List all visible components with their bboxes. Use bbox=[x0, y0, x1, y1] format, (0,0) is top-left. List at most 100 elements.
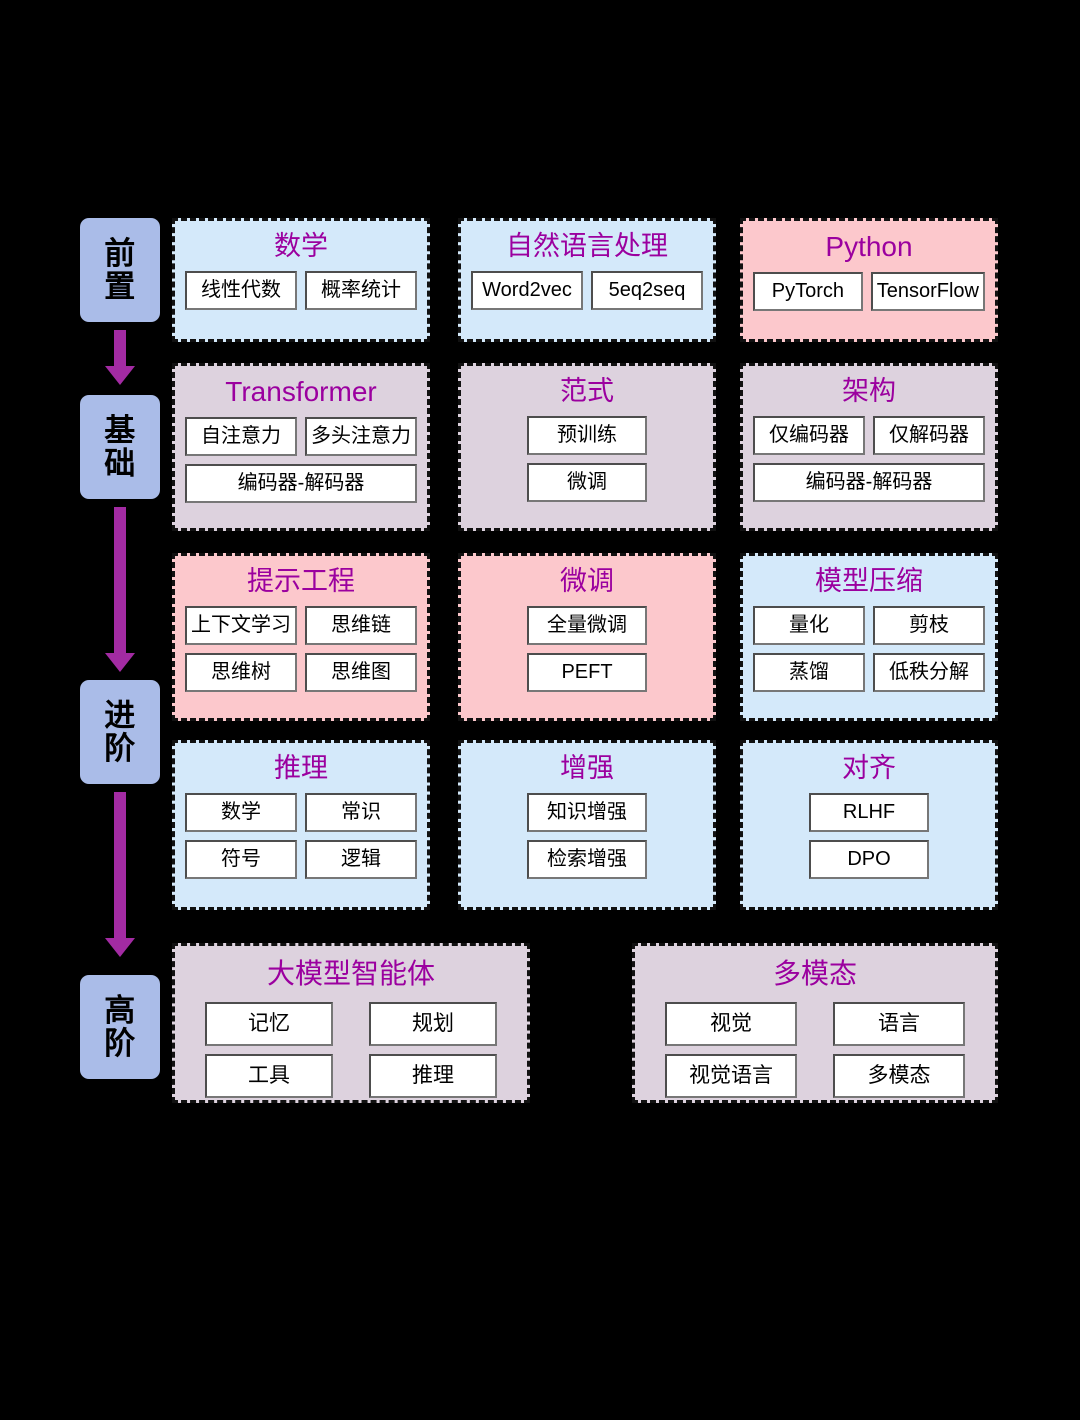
group-title: 自然语言处理 bbox=[506, 231, 668, 261]
item-row: 工具 推理 bbox=[205, 1054, 497, 1099]
topic-item[interactable]: 编码器-解码器 bbox=[753, 463, 985, 503]
group-title: 架构 bbox=[842, 376, 896, 406]
item-row: Word2vec 5eq2seq bbox=[471, 271, 703, 311]
topic-item[interactable]: 符号 bbox=[185, 840, 297, 880]
topic-item[interactable]: 蒸馏 bbox=[753, 653, 865, 693]
topic-item[interactable]: 概率统计 bbox=[305, 271, 417, 311]
group-title: 多模态 bbox=[772, 958, 857, 989]
item-row: 记忆 规划 bbox=[205, 1002, 497, 1047]
group-card-alignment[interactable]: 对齐 RLHF DPO bbox=[740, 740, 998, 910]
item-row: RLHF bbox=[753, 793, 985, 833]
topic-item[interactable]: 上下文学习 bbox=[185, 606, 297, 646]
topic-item[interactable]: 预训练 bbox=[527, 416, 647, 456]
group-card-agent[interactable]: 大模型智能体 记忆 规划 工具 推理 bbox=[172, 943, 530, 1103]
item-row: 蒸馏 低秩分解 bbox=[753, 653, 985, 693]
topic-item[interactable]: 常识 bbox=[305, 793, 417, 833]
item-row: 量化 剪枝 bbox=[753, 606, 985, 646]
topic-item[interactable]: 规划 bbox=[369, 1002, 497, 1047]
topic-item[interactable]: DPO bbox=[809, 840, 929, 880]
item-row: 视觉语言 多模态 bbox=[665, 1054, 965, 1099]
topic-item[interactable]: 知识增强 bbox=[527, 793, 647, 833]
group-title: 对齐 bbox=[842, 753, 896, 783]
topic-item[interactable]: 思维链 bbox=[305, 606, 417, 646]
topic-item[interactable]: 剪枝 bbox=[873, 606, 985, 646]
stage-badge-advanced[interactable]: 进 阶 bbox=[80, 680, 160, 784]
topic-item[interactable]: 编码器-解码器 bbox=[185, 464, 417, 504]
group-title: 范式 bbox=[560, 376, 614, 406]
arrow-advanced-to-expert bbox=[114, 792, 126, 940]
group-card-reasoning[interactable]: 推理 数学 常识 符号 逻辑 bbox=[172, 740, 430, 910]
topic-item[interactable]: Word2vec bbox=[471, 271, 583, 311]
topic-item[interactable]: 自注意力 bbox=[185, 417, 297, 457]
topic-item[interactable]: 仅编码器 bbox=[753, 416, 865, 456]
item-row: 编码器-解码器 bbox=[185, 464, 417, 504]
group-card-compression[interactable]: 模型压缩 量化 剪枝 蒸馏 低秩分解 bbox=[740, 553, 998, 721]
group-title: Python bbox=[825, 231, 913, 262]
topic-item[interactable]: 线性代数 bbox=[185, 271, 297, 311]
item-row: PEFT bbox=[471, 653, 703, 693]
group-card-augmentation[interactable]: 增强 知识增强 检索增强 bbox=[458, 740, 716, 910]
group-card-paradigm[interactable]: 范式 预训练 微调 bbox=[458, 363, 716, 531]
item-row: 预训练 bbox=[471, 416, 703, 456]
group-card-multimodal[interactable]: 多模态 视觉 语言 视觉语言 多模态 bbox=[632, 943, 998, 1103]
stage-label-char: 置 bbox=[104, 269, 136, 304]
item-row: 知识增强 bbox=[471, 793, 703, 833]
topic-item[interactable]: 量化 bbox=[753, 606, 865, 646]
item-row: 全量微调 bbox=[471, 606, 703, 646]
group-card-python[interactable]: Python PyTorch TensorFlow bbox=[740, 218, 998, 342]
topic-item[interactable]: 数学 bbox=[185, 793, 297, 833]
topic-item[interactable]: 逻辑 bbox=[305, 840, 417, 880]
group-card-architecture[interactable]: 架构 仅编码器 仅解码器 编码器-解码器 bbox=[740, 363, 998, 531]
group-card-nlp[interactable]: 自然语言处理 Word2vec 5eq2seq bbox=[458, 218, 716, 342]
item-row: 视觉 语言 bbox=[665, 1002, 965, 1047]
stage-badge-foundation[interactable]: 基 础 bbox=[80, 395, 160, 499]
arrow-head-icon bbox=[105, 653, 135, 672]
topic-item[interactable]: 思维图 bbox=[305, 653, 417, 693]
topic-item[interactable]: 语言 bbox=[833, 1002, 965, 1047]
arrow-head-icon bbox=[105, 366, 135, 385]
group-card-finetune[interactable]: 微调 全量微调 PEFT bbox=[458, 553, 716, 721]
group-title: 增强 bbox=[560, 753, 614, 783]
topic-item[interactable]: 记忆 bbox=[205, 1002, 333, 1047]
topic-item[interactable]: 仅解码器 bbox=[873, 416, 985, 456]
stage-label-char: 阶 bbox=[104, 731, 136, 766]
topic-item[interactable]: 低秩分解 bbox=[873, 653, 985, 693]
stage-label-char: 础 bbox=[104, 446, 136, 481]
item-row: PyTorch TensorFlow bbox=[753, 272, 985, 312]
topic-item[interactable]: 视觉语言 bbox=[665, 1054, 797, 1099]
topic-item[interactable]: 多头注意力 bbox=[305, 417, 417, 457]
topic-item[interactable]: TensorFlow bbox=[870, 272, 985, 312]
topic-item[interactable]: 5eq2seq bbox=[591, 271, 703, 311]
stage-label-char: 高 bbox=[104, 992, 136, 1028]
topic-item[interactable]: 思维树 bbox=[185, 653, 297, 693]
item-row: 检索增强 bbox=[471, 840, 703, 880]
item-row: DPO bbox=[753, 840, 985, 880]
stage-badge-expert[interactable]: 高 阶 bbox=[80, 975, 160, 1079]
group-card-transformer[interactable]: Transformer 自注意力 多头注意力 编码器-解码器 bbox=[172, 363, 430, 531]
stage-label-char: 阶 bbox=[104, 1026, 136, 1061]
topic-item[interactable]: 视觉 bbox=[665, 1002, 797, 1047]
topic-item[interactable]: 全量微调 bbox=[527, 606, 647, 646]
topic-item[interactable]: PyTorch bbox=[753, 272, 863, 312]
stage-badge-prerequisite[interactable]: 前 置 bbox=[80, 218, 160, 322]
topic-item[interactable]: 多模态 bbox=[833, 1054, 965, 1099]
group-card-math[interactable]: 数学 线性代数 概率统计 bbox=[172, 218, 430, 342]
topic-item[interactable]: PEFT bbox=[527, 653, 647, 693]
arrow-foundation-to-advanced bbox=[114, 507, 126, 655]
item-row: 数学 常识 bbox=[185, 793, 417, 833]
group-title: 微调 bbox=[560, 566, 614, 596]
topic-item[interactable]: 工具 bbox=[205, 1054, 333, 1099]
stage-label-char: 进 bbox=[104, 697, 136, 733]
item-row: 思维树 思维图 bbox=[185, 653, 417, 693]
group-title: 推理 bbox=[274, 753, 328, 783]
item-row: 自注意力 多头注意力 bbox=[185, 417, 417, 457]
topic-item[interactable]: 微调 bbox=[527, 463, 647, 503]
topic-item[interactable]: RLHF bbox=[809, 793, 929, 833]
arrow-head-icon bbox=[105, 938, 135, 957]
group-card-prompting[interactable]: 提示工程 上下文学习 思维链 思维树 思维图 bbox=[172, 553, 430, 721]
topic-item[interactable]: 推理 bbox=[369, 1054, 497, 1099]
topic-item[interactable]: 检索增强 bbox=[527, 840, 647, 880]
item-row: 仅编码器 仅解码器 bbox=[753, 416, 985, 456]
arrow-prerequisite-to-foundation bbox=[114, 330, 126, 368]
